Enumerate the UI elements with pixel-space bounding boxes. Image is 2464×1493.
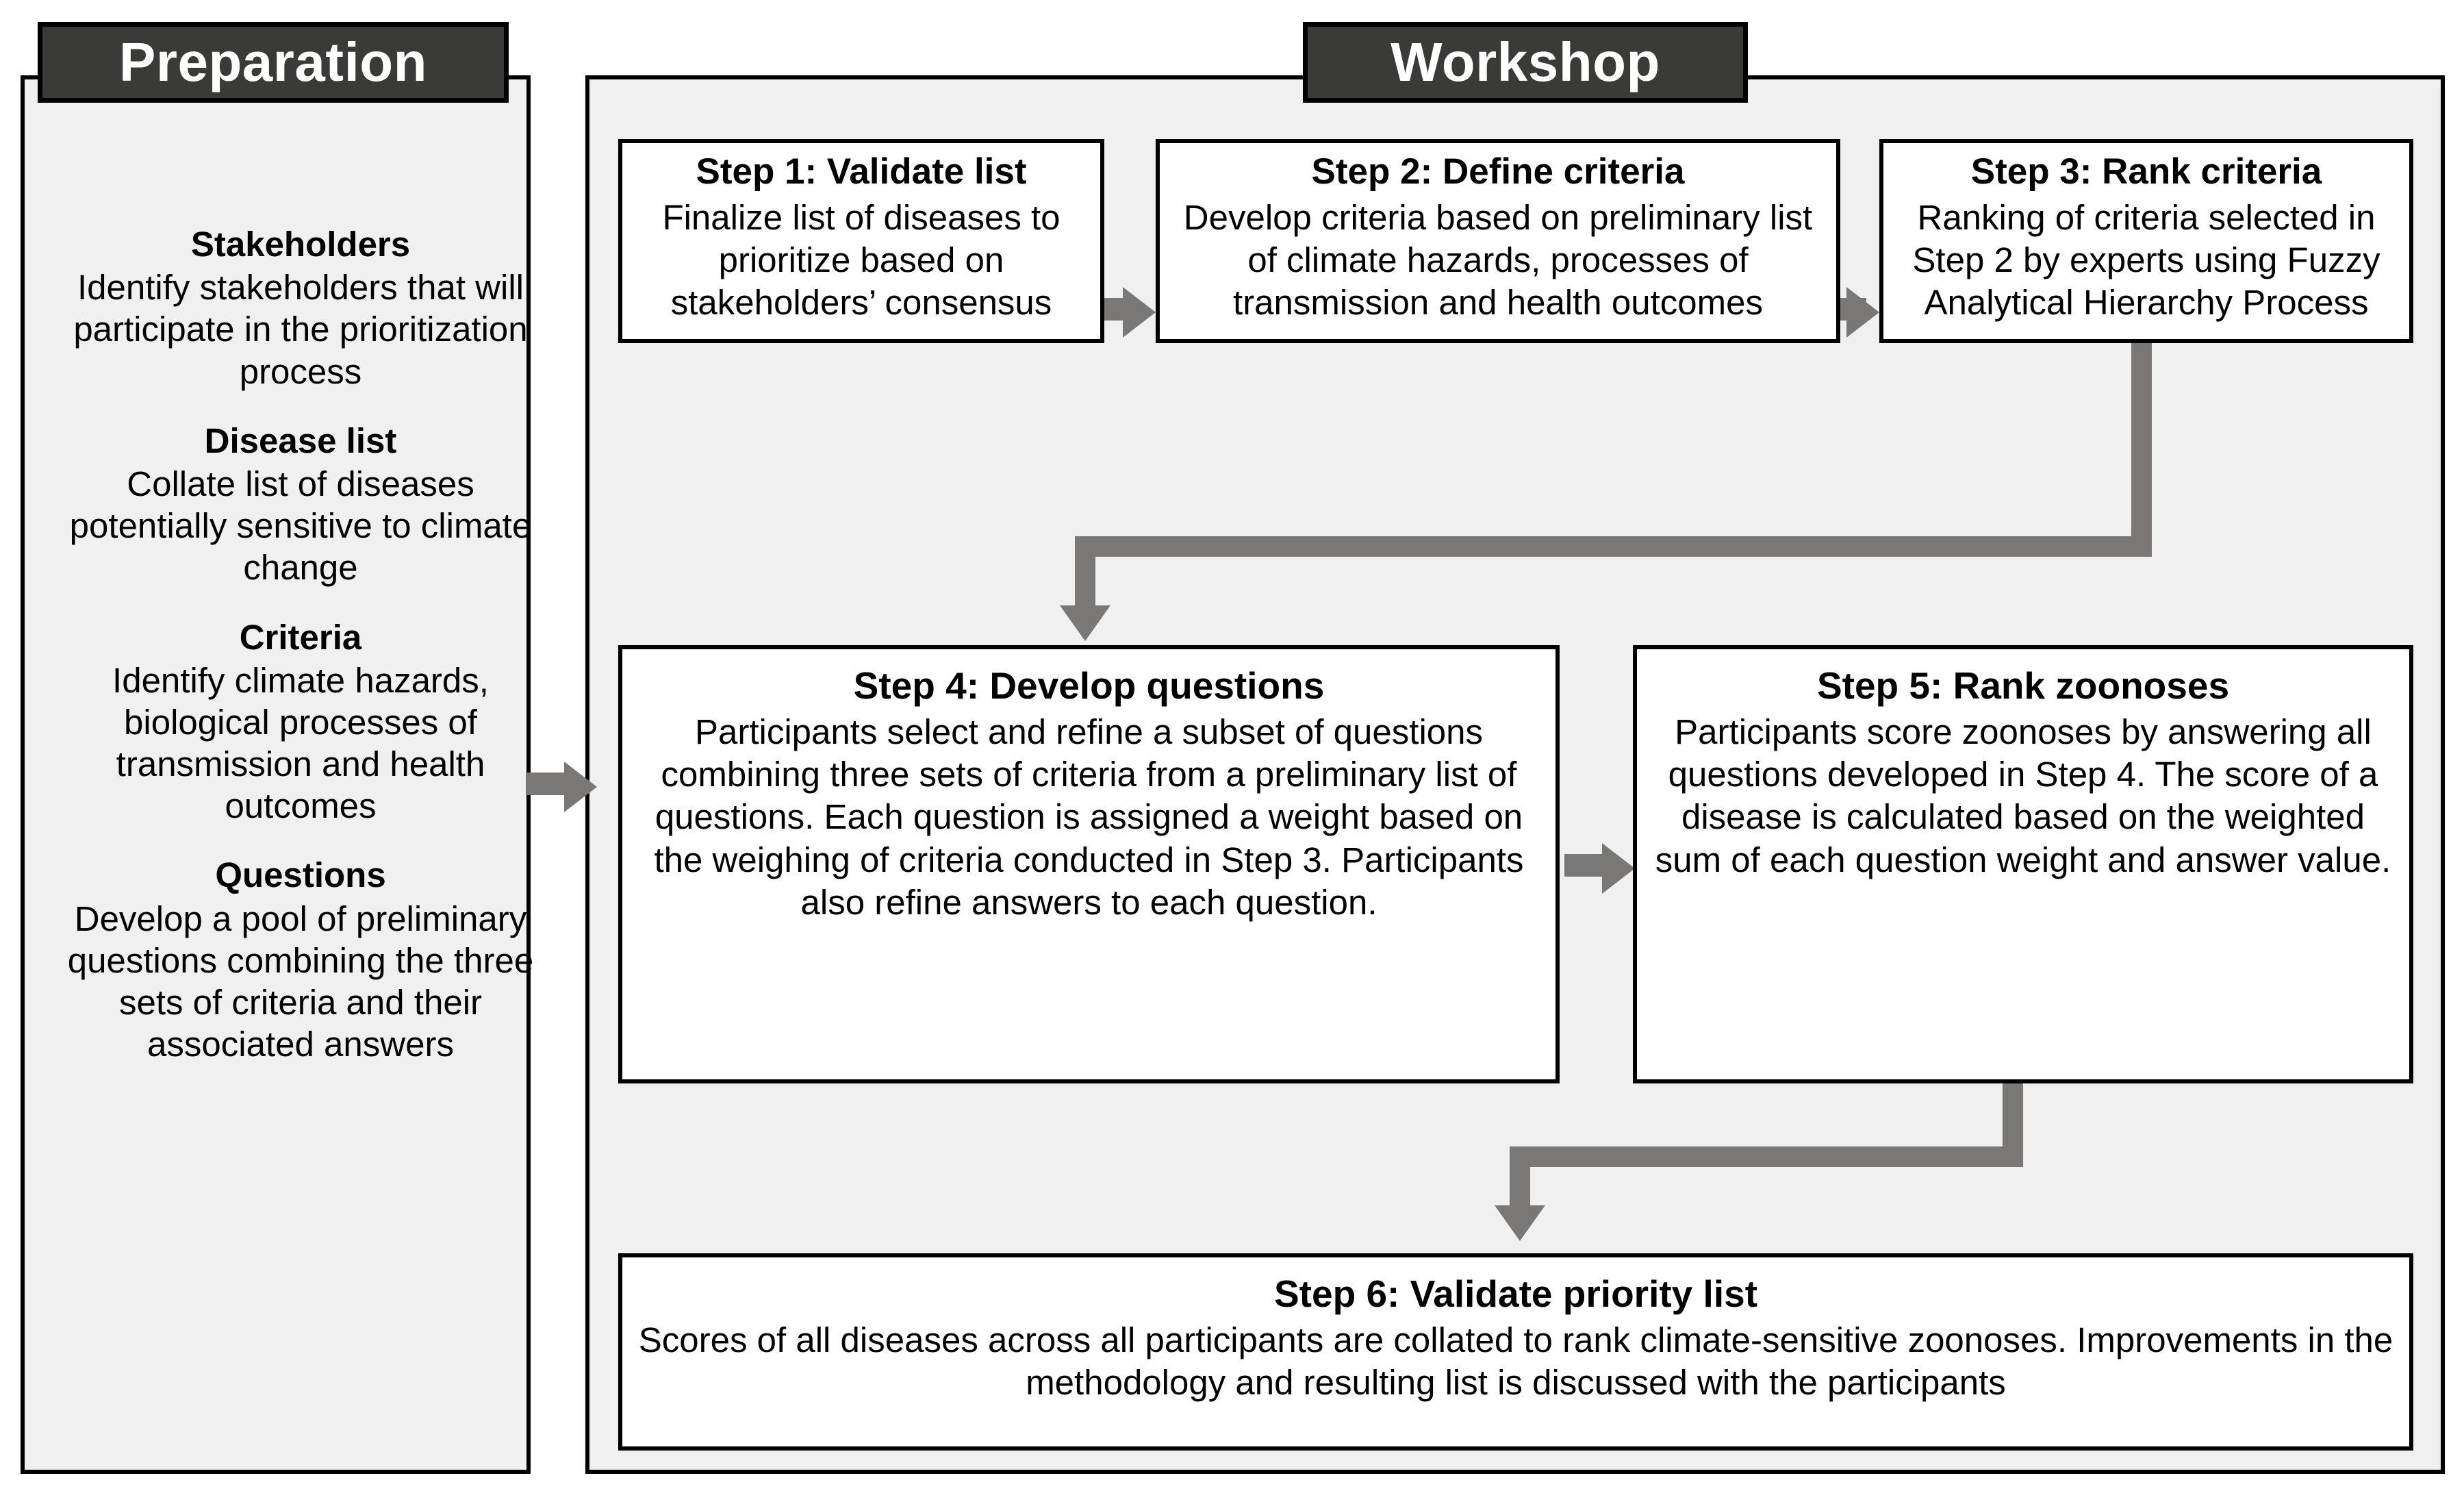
step-4-title: Step 4: Develop questions <box>853 664 1325 707</box>
preparation-block-title: Questions <box>215 855 386 895</box>
arrow-head-right-icon <box>1602 843 1635 894</box>
arrow-head-right-icon <box>564 762 597 812</box>
preparation-block-stakeholders: Stakeholders Identify stakeholders that … <box>58 223 544 392</box>
arrow-head-right-icon <box>1123 287 1156 338</box>
step-4-text: Participants select and refine a subset … <box>654 712 1524 922</box>
step-3-title: Step 3: Rank criteria <box>1970 151 2322 192</box>
arrow-head-down-icon <box>1060 605 1110 641</box>
arrow-head-down-icon <box>1495 1205 1545 1241</box>
preparation-block-title: Disease list <box>204 421 397 460</box>
step-1-title: Step 1: Validate list <box>696 151 1027 192</box>
connector-step3-to-step4-segment-down2 <box>1075 536 1095 616</box>
arrow-head-right-icon <box>1846 287 1879 338</box>
step-2-text: Develop criteria based on preliminary li… <box>1183 197 1813 323</box>
step-box-3: Step 3: Rank criteria Ranking of criteri… <box>1879 139 2413 343</box>
step-6-title: Step 6: Validate priority list <box>1273 1272 1758 1315</box>
workshop-banner: Workshop <box>1303 22 1748 103</box>
connector-step5-to-step6-segment-down2 <box>1510 1146 1530 1214</box>
step-box-1: Step 1: Validate list Finalize list of d… <box>618 139 1104 343</box>
preparation-block-title: Criteria <box>239 617 362 657</box>
step-2-title: Step 2: Define criteria <box>1311 151 1685 192</box>
preparation-panel: Stakeholders Identify stakeholders that … <box>21 75 533 1474</box>
step-box-6: Step 6: Validate priority list Scores of… <box>618 1253 2413 1451</box>
step-6-text: Scores of all diseases across all partic… <box>638 1320 2393 1403</box>
preparation-block-text: Identify stakeholders that will particip… <box>73 268 528 391</box>
preparation-content: Stakeholders Identify stakeholders that … <box>58 223 544 1065</box>
preparation-block-text: Develop a pool of preliminary questions … <box>67 899 534 1064</box>
connector-preparation-to-workshop-shaft <box>526 773 564 795</box>
preparation-block-title: Stakeholders <box>190 225 411 264</box>
step-3-text: Ranking of criteria selected in Step 2 b… <box>1912 197 2380 323</box>
preparation-block-disease-list: Disease list Collate list of diseases po… <box>58 420 544 589</box>
step-1-text: Finalize list of diseases to prioritize … <box>662 197 1060 323</box>
step-5-text: Participants score zoonoses by answering… <box>1655 712 2391 879</box>
preparation-block-text: Collate list of diseases potentially sen… <box>69 464 532 588</box>
step-box-4: Step 4: Develop questions Participants s… <box>618 645 1560 1083</box>
connector-step5-to-step6-segment-left <box>1510 1146 2023 1167</box>
step-box-5: Step 5: Rank zoonoses Participants score… <box>1633 645 2413 1083</box>
preparation-block-questions: Questions Develop a pool of preliminary … <box>58 854 544 1065</box>
preparation-banner-label: Preparation <box>118 32 428 92</box>
preparation-block-text: Identify climate hazards, biological pro… <box>112 660 489 826</box>
connector-step3-to-step4-segment-down <box>2131 339 2152 555</box>
connector-step3-to-step4-segment-left <box>1075 536 2152 557</box>
workshop-banner-label: Workshop <box>1390 32 1660 92</box>
preparation-banner: Preparation <box>38 22 509 103</box>
preparation-block-criteria: Criteria Identify climate hazards, biolo… <box>58 616 544 827</box>
step-5-title: Step 5: Rank zoonoses <box>1816 664 2230 707</box>
step-box-2: Step 2: Define criteria Develop criteria… <box>1156 139 1840 343</box>
